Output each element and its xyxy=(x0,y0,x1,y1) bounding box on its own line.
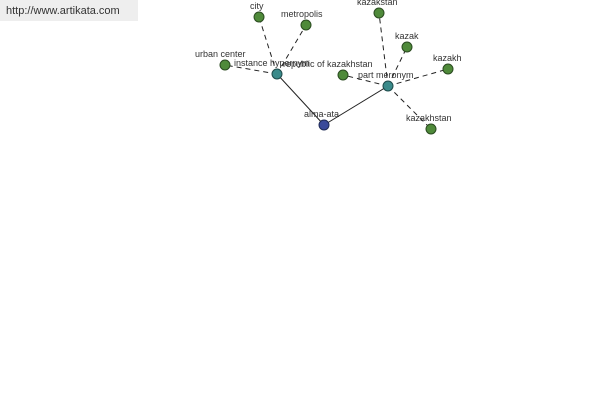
node-kazakhstan-label: kazakhstan xyxy=(406,113,452,123)
node-kazak-label: kazak xyxy=(395,31,419,41)
node-kazakh-label: kazakh xyxy=(433,53,462,63)
node-kazakh[interactable]: kazakh xyxy=(433,53,462,75)
edge-instance-hypernym-metropolis xyxy=(276,24,307,75)
edge-layer xyxy=(224,12,449,130)
edge-part-meronym-kazakh xyxy=(387,68,449,87)
node-kazak-dot[interactable] xyxy=(401,41,413,53)
node-instance-hypernym[interactable]: instance hypernym xyxy=(234,58,310,80)
node-urban-center-dot[interactable] xyxy=(219,59,231,71)
node-layer: city metropolis urban center kazakstan k… xyxy=(195,0,462,135)
edge-instance-hypernym-city xyxy=(258,16,278,75)
edge-part-meronym-kazakhstan xyxy=(387,85,432,130)
edge-part-meronym-kazak xyxy=(387,46,408,87)
node-city-label: city xyxy=(250,1,264,11)
node-kazakstan-dot[interactable] xyxy=(373,7,385,19)
node-kazak[interactable]: kazak xyxy=(395,31,419,53)
node-city[interactable]: city xyxy=(250,1,265,23)
node-urban-center[interactable]: urban center xyxy=(195,49,246,71)
node-part-meronym-dot[interactable] xyxy=(382,80,394,92)
node-kazakstan[interactable]: kazakstan xyxy=(357,0,398,19)
edge-part-meronym-republic-of-kazakhstan xyxy=(342,74,389,87)
node-republic-of-kazakhstan-label: republic of kazakhstan xyxy=(283,59,373,69)
node-kazakhstan[interactable]: kazakhstan xyxy=(406,113,452,135)
node-alma-ata-dot[interactable] xyxy=(318,119,330,131)
node-republic-of-kazakhstan-dot[interactable] xyxy=(337,69,349,81)
site-url-banner[interactable]: http://www.artikata.com xyxy=(0,0,138,21)
node-urban-center-label: urban center xyxy=(195,49,246,59)
node-kazakh-dot[interactable] xyxy=(442,63,454,75)
node-instance-hypernym-dot[interactable] xyxy=(271,68,283,80)
node-city-dot[interactable] xyxy=(253,11,265,23)
node-kazakhstan-dot[interactable] xyxy=(425,123,437,135)
node-republic-of-kazakhstan[interactable]: republic of kazakhstan xyxy=(283,59,373,81)
node-alma-ata[interactable]: alma-ata xyxy=(304,109,339,131)
node-metropolis[interactable]: metropolis xyxy=(281,9,323,31)
node-alma-ata-label: alma-ata xyxy=(304,109,339,119)
node-kazakstan-label: kazakstan xyxy=(357,0,398,7)
node-part-meronym[interactable]: part meronym xyxy=(358,70,414,92)
node-metropolis-label: metropolis xyxy=(281,9,323,19)
edge-alma-ata-instance-hypernym xyxy=(276,73,325,126)
site-url-text[interactable]: http://www.artikata.com xyxy=(6,5,120,17)
node-part-meronym-label: part meronym xyxy=(358,70,414,80)
edge-part-meronym-kazakstan xyxy=(378,12,389,87)
edge-alma-ata-part-meronym xyxy=(323,85,389,126)
node-metropolis-dot[interactable] xyxy=(300,19,312,31)
node-instance-hypernym-label: instance hypernym xyxy=(234,58,310,68)
